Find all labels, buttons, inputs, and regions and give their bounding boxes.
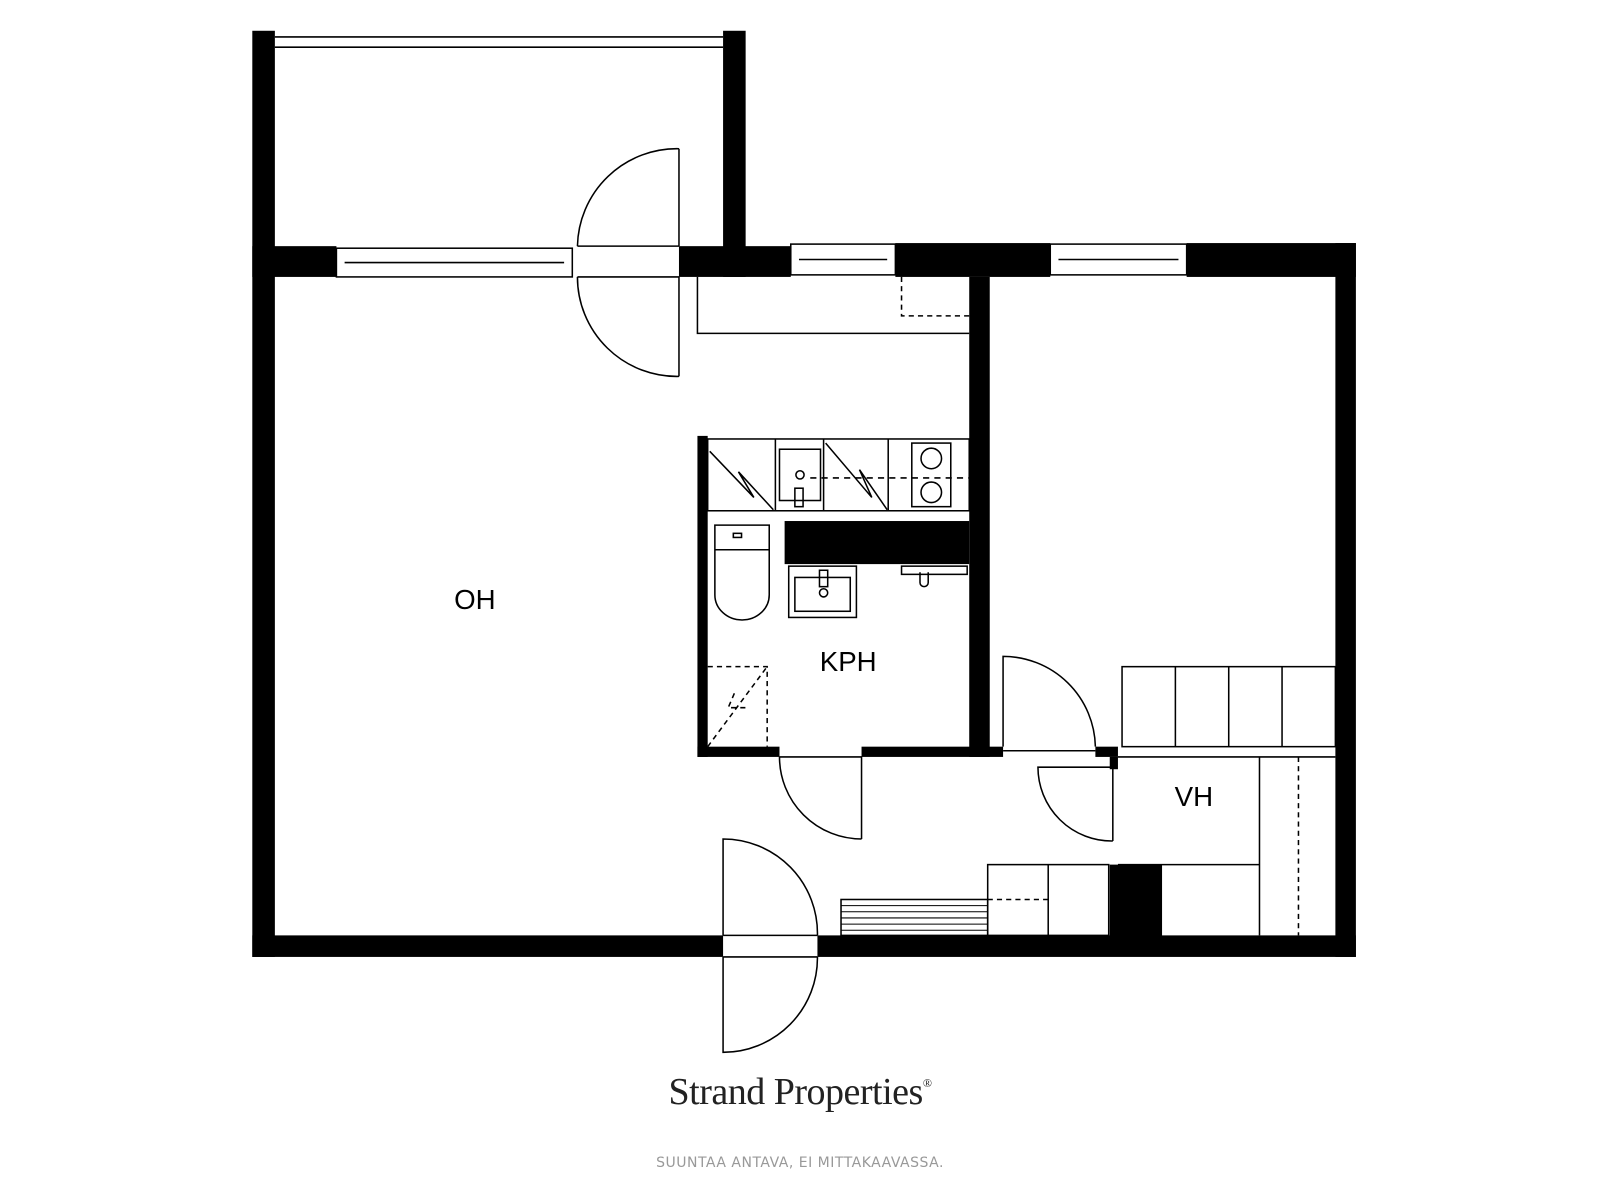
disclaimer: SUUNTAA ANTAVA, EI MITTAKAAVASSA. [656,1155,944,1171]
room-label-vh: VH [1175,781,1213,812]
room-label-oh: OH [454,584,496,615]
brand-logo: Strand Properties® [0,1070,1600,1114]
fixtures [274,36,1337,1054]
room-label-kph: KPH [820,646,877,677]
brand-name: Strand Properties [668,1071,924,1113]
walls [252,30,1356,957]
brand-registered-mark: ® [922,1076,932,1090]
